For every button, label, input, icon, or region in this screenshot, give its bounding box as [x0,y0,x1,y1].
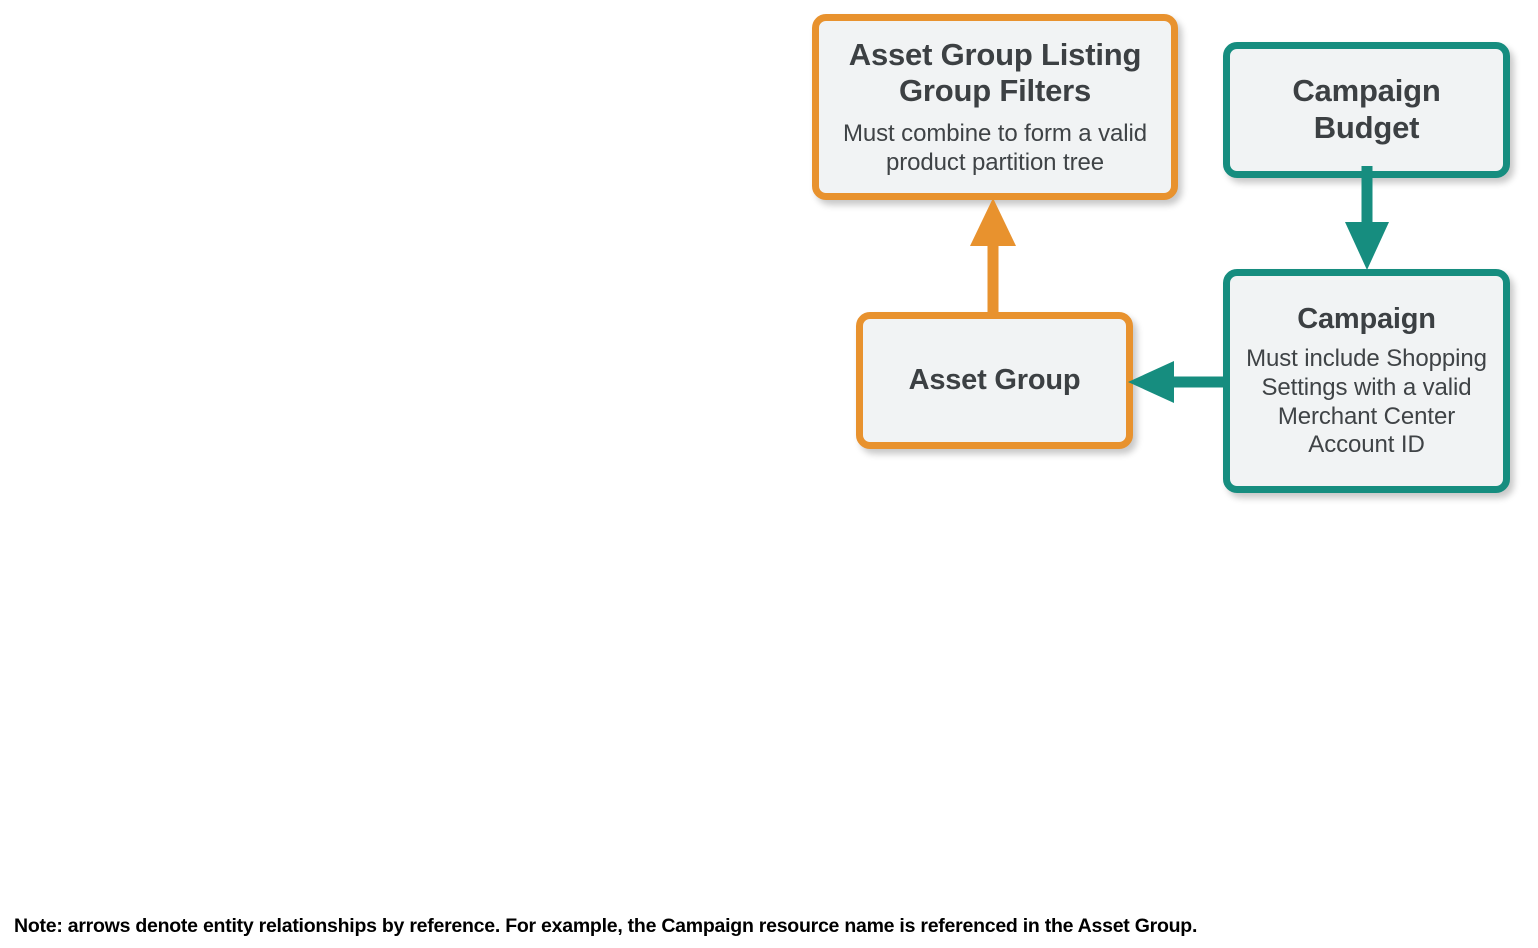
node-campaign-budget[interactable]: Campaign Budget [1223,42,1510,178]
node-campaign[interactable]: Campaign Must include Shopping Settings … [1223,269,1510,493]
diagram-note: Note: arrows denote entity relationships… [14,915,1198,937]
node-asset-group[interactable]: Asset Group [856,312,1133,449]
node-title: Asset Group Listing Group Filters [848,36,1142,109]
arrow-asset-group-to-filters-icon [970,198,1016,318]
arrow-campaign-to-asset-group-icon [1128,361,1226,403]
node-subtitle: Must combine to form a valid product par… [843,119,1147,176]
arrow-campaign-budget-to-campaign-icon [1345,166,1389,270]
node-subtitle: Must include Shopping Settings with a va… [1246,345,1487,459]
node-title: Asset Group [908,364,1081,397]
node-title: Campaign [1297,302,1436,335]
node-title: Campaign Budget [1292,73,1441,145]
node-asset-group-listing-group-filters[interactable]: Asset Group Listing Group Filters Must c… [812,14,1178,200]
